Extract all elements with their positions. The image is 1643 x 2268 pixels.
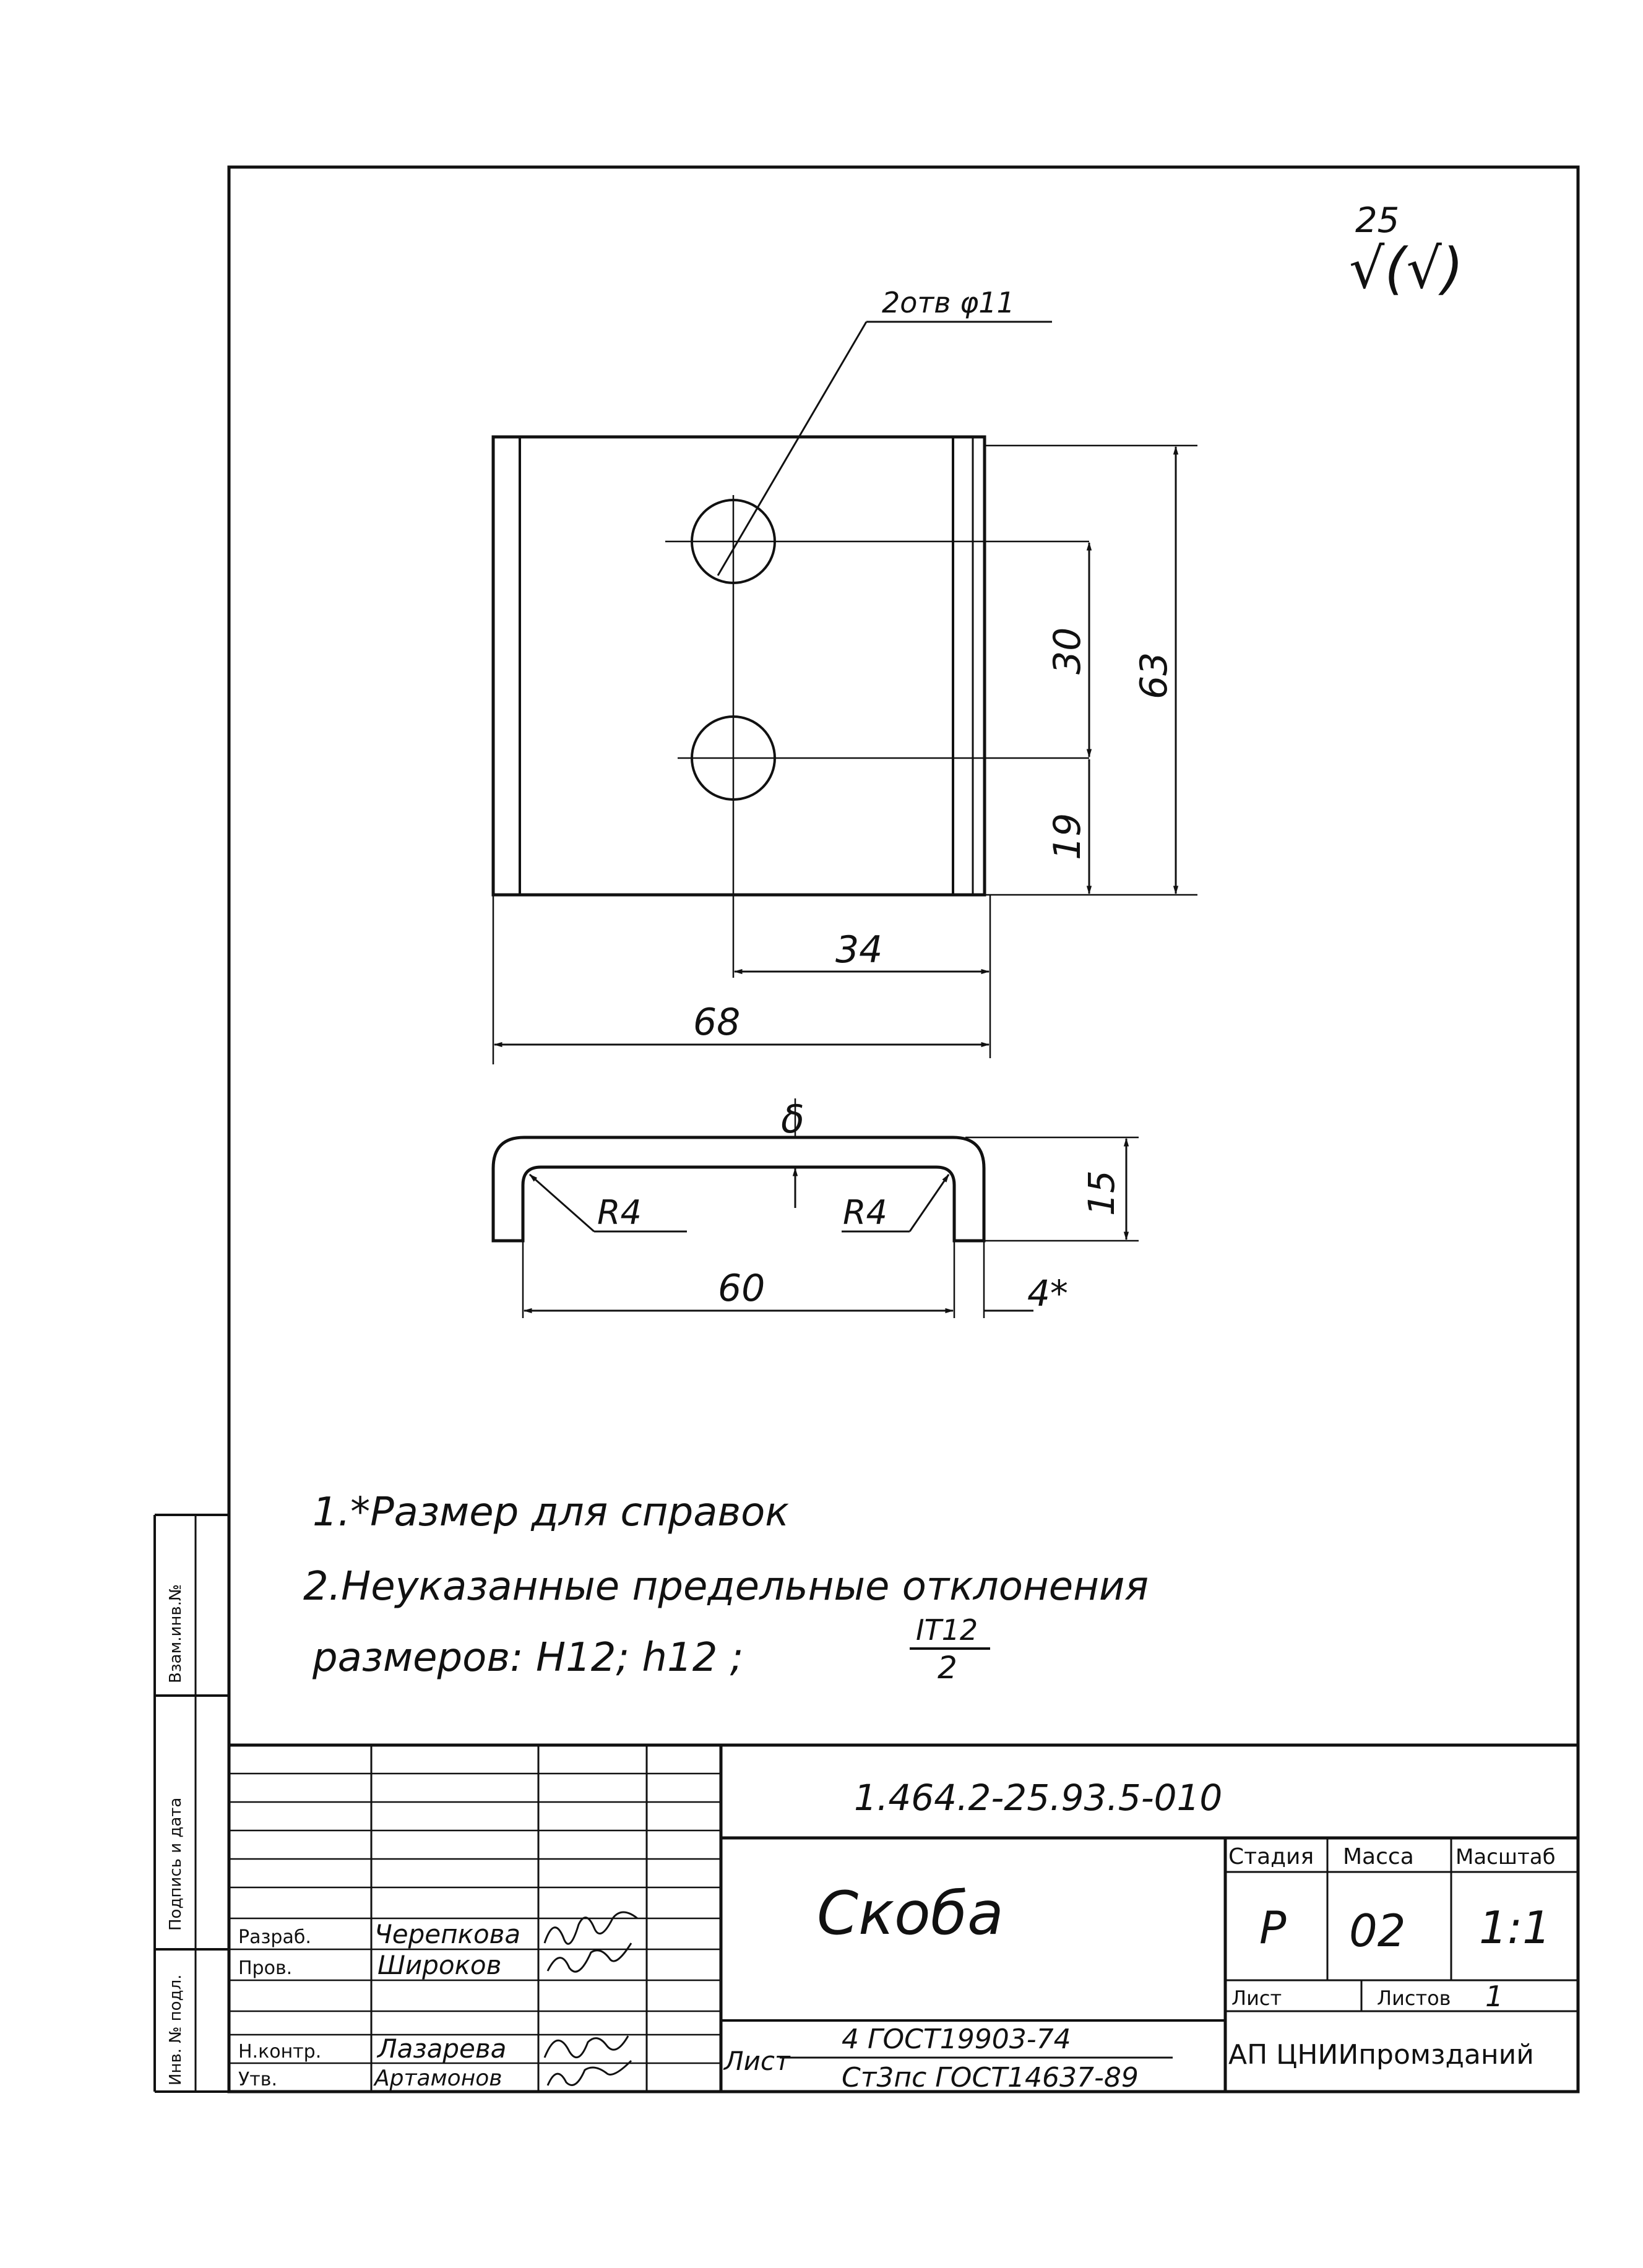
dim-30: 30 xyxy=(1046,627,1089,675)
roughness-value: 25 xyxy=(1355,200,1399,241)
side-inv-orig: Инв. № подл. xyxy=(166,1975,185,2085)
designation: 1.464.2-25.93.5-010 xyxy=(854,1777,1222,1819)
radius-right: R4 xyxy=(843,1193,887,1232)
roughness-symbol: √(√) xyxy=(1349,236,1464,301)
person-checker: Широков xyxy=(377,1950,501,1980)
material-top: 4 ГОСТ19903-74 xyxy=(842,2024,1071,2055)
header-mass: Масса xyxy=(1343,1844,1414,1869)
side-stamp: Взам.инв.№ Подпись и дата Инв. № подл. xyxy=(153,1514,229,2093)
plan-dimensions: 63 30 19 34 68 xyxy=(492,444,1197,1064)
dim-19: 19 xyxy=(1046,813,1089,860)
signature-norm-control xyxy=(543,2035,629,2059)
radius-left: R4 xyxy=(597,1193,642,1232)
note-3: размеров: Н12; h12 ; xyxy=(312,1635,743,1681)
signature-approved xyxy=(546,2059,632,2086)
value-mass: 02 xyxy=(1349,1905,1406,1957)
value-scale: 1:1 xyxy=(1479,1902,1551,1954)
role-norm-control: Н.контр. xyxy=(238,2041,321,2063)
dim-15: 15 xyxy=(1080,1170,1123,1216)
roughness-mark: 25 √(√) xyxy=(1349,200,1464,301)
tolerance-numerator: IT12 xyxy=(916,1613,978,1647)
value-sheets: 1 xyxy=(1485,1980,1503,2013)
drawing-frame xyxy=(227,165,1580,2093)
role-approved: Утв. xyxy=(238,2069,277,2090)
person-approved: Артамонов xyxy=(373,2066,502,2091)
header-scale: Масштаб xyxy=(1455,1845,1556,1869)
tolerance-denominator: 2 xyxy=(938,1650,957,1686)
material-prefix: Лист xyxy=(723,2046,791,2076)
signature-developer xyxy=(543,1911,638,1945)
person-developer: Черепкова xyxy=(374,1919,520,1949)
organization: АП ЦНИИпромзданий xyxy=(1228,2039,1534,2071)
signature-checker xyxy=(546,1942,632,1973)
notes: 1.*Размер для справок 2.Неуказанные пред… xyxy=(303,1490,1149,1686)
title-block: 1.464.2-25.93.5-010 Скоба Разраб. Пров. … xyxy=(229,1743,1578,2093)
dim-68: 68 xyxy=(693,1001,740,1044)
role-developer: Разраб. xyxy=(238,1926,311,1948)
dim-34: 34 xyxy=(835,928,882,972)
material-bottom: Ст3пс ГОСТ14637-89 xyxy=(842,2062,1139,2093)
thickness-mark: δ xyxy=(781,1097,804,1142)
header-sheets: Листов xyxy=(1377,1986,1451,2010)
person-norm-control: Лазарева xyxy=(376,2033,506,2064)
dim-63: 63 xyxy=(1132,652,1176,699)
side-inv-replace: Взам.инв.№ xyxy=(166,1584,185,1683)
header-stage: Стадия xyxy=(1228,1844,1314,1869)
holes-label: 2отв φ11 xyxy=(882,286,1015,319)
note-1: 1.*Размер для справок xyxy=(313,1490,789,1535)
dim-4: 4* xyxy=(1027,1272,1068,1314)
note-2: 2.Неуказанные предельные отклонения xyxy=(303,1564,1149,1610)
side-sign-date: Подпись и дата xyxy=(166,1798,185,1931)
dim-60: 60 xyxy=(718,1267,765,1310)
part-name: Скоба xyxy=(817,1879,1004,1948)
header-sheet: Лист xyxy=(1231,1986,1282,2010)
role-checker: Пров. xyxy=(238,1957,292,1979)
plan-view: 2отв φ11 xyxy=(491,286,1089,978)
value-stage: Р xyxy=(1259,1902,1287,1954)
section-view: 15 60 4* R4 R4 δ xyxy=(491,1097,1139,1318)
